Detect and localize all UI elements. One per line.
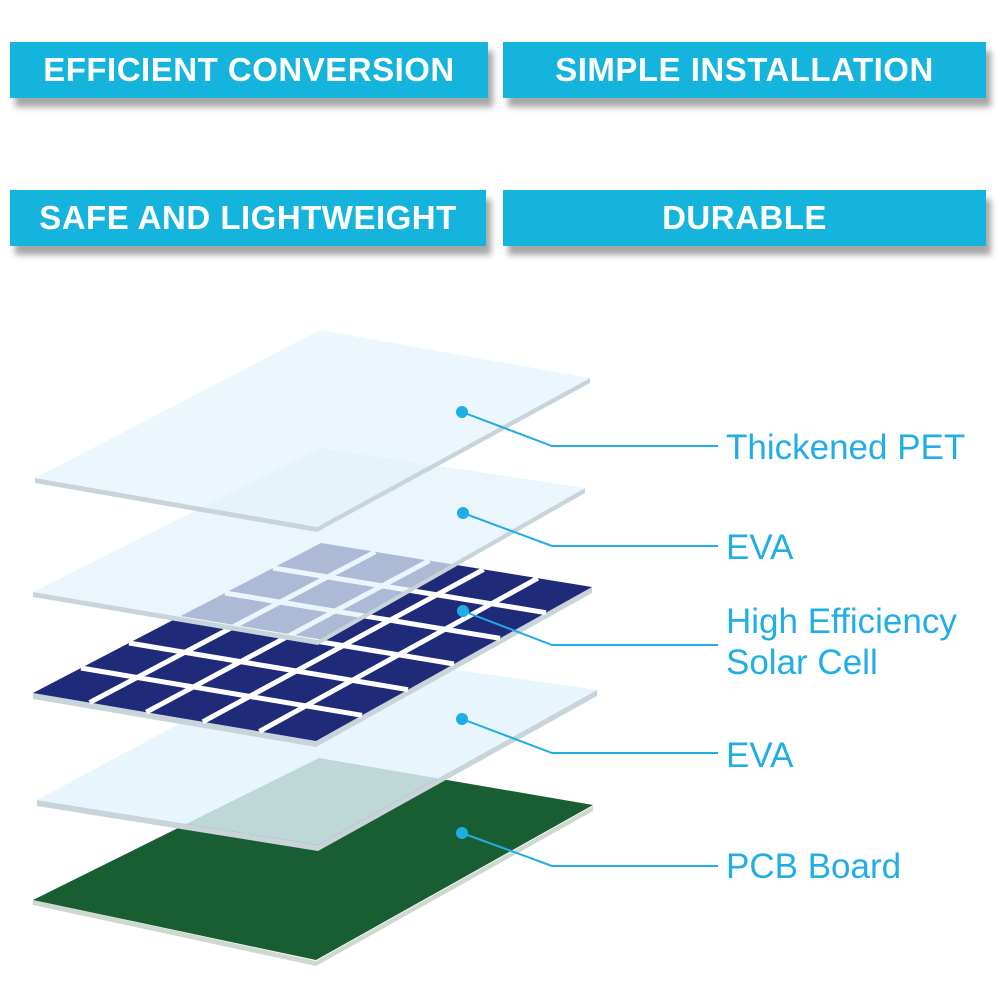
leader-eva-bottom bbox=[456, 713, 718, 754]
leader-eva-top bbox=[457, 507, 718, 547]
lower-eva-layer bbox=[37, 650, 597, 851]
eva-top-leader-line bbox=[462, 512, 718, 547]
pet-face bbox=[35, 330, 590, 527]
leader-pet bbox=[456, 406, 718, 447]
label-eva-upper: EVA bbox=[726, 527, 793, 568]
label-high-efficiency-solar-cell: High Efficiency Solar Cell bbox=[726, 601, 957, 683]
pcb-board-face bbox=[33, 758, 593, 960]
label-line: High Efficiency bbox=[726, 602, 957, 641]
leader-solar-cell bbox=[457, 605, 718, 646]
label-line: PCB Board bbox=[726, 847, 902, 886]
solar-cell-leader-line bbox=[462, 610, 718, 646]
label-thickened-pet: Thickened PET bbox=[726, 427, 965, 468]
eva-bottom-leader-line bbox=[461, 718, 718, 754]
cell-grid-line bbox=[80, 665, 363, 718]
label-line: EVA bbox=[726, 528, 794, 567]
label-eva-lower: EVA bbox=[726, 735, 793, 776]
pet-layer bbox=[35, 330, 590, 532]
label-pcb-board: PCB Board bbox=[726, 846, 901, 887]
badge-safe-and-lightweight: SAFE AND LIGHTWEIGHT bbox=[10, 190, 486, 246]
label-line: Thickened PET bbox=[726, 428, 966, 467]
leader-pcb bbox=[456, 827, 718, 867]
cell-grid-line bbox=[201, 567, 485, 724]
cell-grid-line bbox=[258, 576, 540, 734]
pet-leader-line bbox=[461, 411, 718, 447]
label-line: EVA bbox=[726, 736, 794, 775]
badge-durable: DURABLE bbox=[503, 190, 986, 246]
upper-eva-layer bbox=[33, 448, 585, 645]
lower-eva-face bbox=[37, 650, 597, 845]
cell-grid-line bbox=[128, 640, 409, 693]
pcb-board-layer bbox=[33, 758, 593, 966]
label-line: Solar Cell bbox=[726, 643, 878, 682]
badge-efficient-conversion: EFFICIENT CONVERSION bbox=[10, 42, 488, 98]
badge-simple-installation: SIMPLE INSTALLATION bbox=[503, 42, 986, 98]
pcb-leader-line bbox=[461, 832, 718, 867]
upper-eva-face bbox=[33, 448, 585, 640]
leader-lines bbox=[456, 406, 718, 867]
